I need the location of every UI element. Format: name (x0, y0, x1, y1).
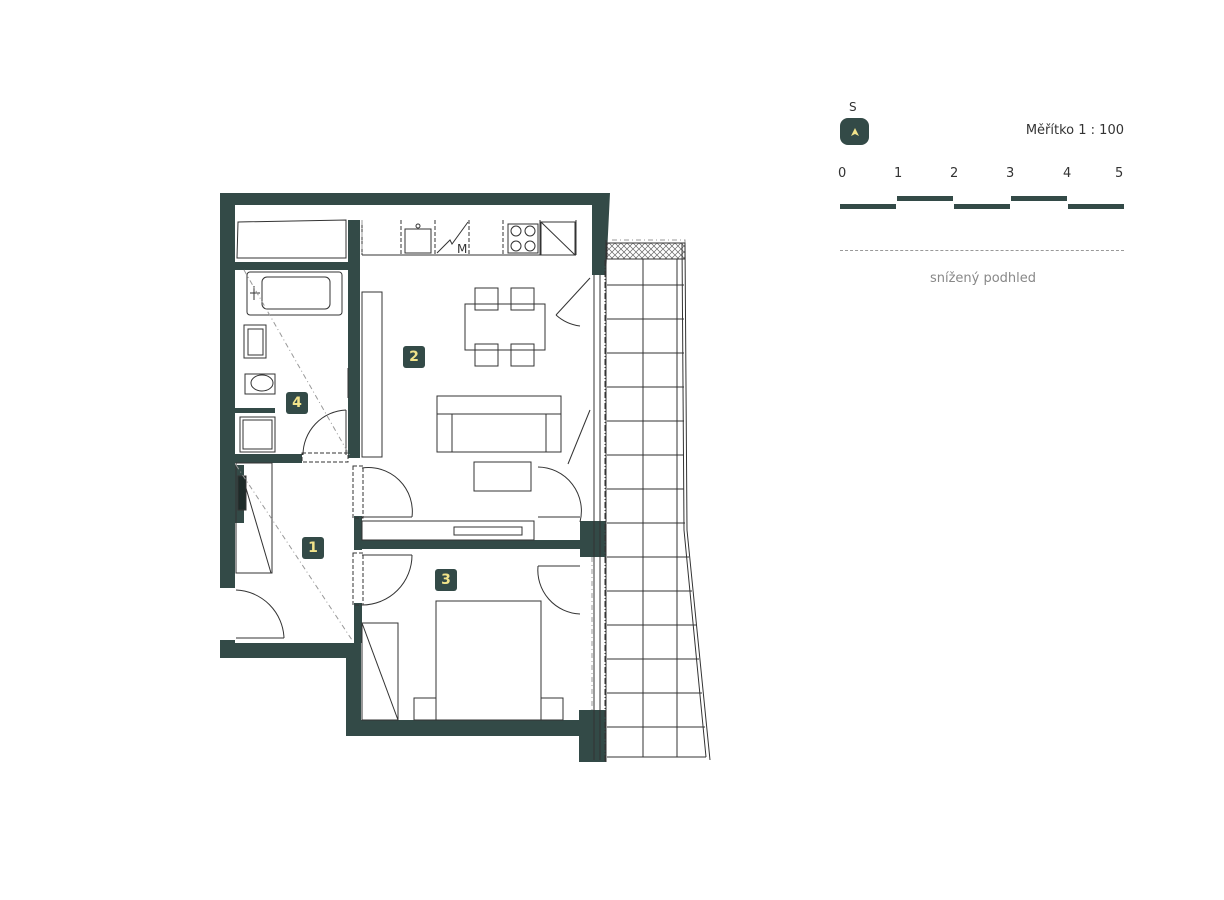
scale-bar-segment (1068, 204, 1124, 209)
scale-tick: 4 (1063, 166, 1072, 181)
walls (220, 193, 610, 762)
scale-tick: 1 (894, 166, 903, 181)
ceiling-legend-label: snížený podhled (929, 271, 1037, 286)
scale-tick: 5 (1115, 166, 1124, 181)
legend: S Měřítko 1 : 100 0 1 2 3 4 5 snížený po… (838, 98, 1128, 298)
scale-bar-segment (897, 196, 953, 201)
scale-tick: 3 (1006, 166, 1015, 181)
north-label: S (849, 100, 857, 114)
scale-bar-segment (1011, 196, 1067, 201)
scale-tick: 0 (838, 166, 847, 181)
scale-bar-segment (840, 204, 896, 209)
north-arrow-icon (840, 118, 869, 145)
room-badge-3: 3 (435, 569, 457, 591)
room-number: 2 (409, 349, 419, 365)
room-number: 1 (308, 540, 318, 556)
room-badge-2: 2 (403, 346, 425, 368)
room-badge-4: 4 (286, 392, 308, 414)
microwave-label: M (457, 242, 467, 256)
room-number: 3 (441, 572, 451, 588)
fixtures (235, 219, 607, 762)
ceiling-legend-line (840, 250, 1124, 251)
scale-bar-segment (954, 204, 1010, 209)
room-badge-1: 1 (302, 537, 324, 559)
room-number: 4 (292, 395, 302, 411)
ceiling-lines (235, 220, 686, 710)
scale-tick: 2 (950, 166, 959, 181)
scale-label: Měřítko 1 : 100 (1025, 123, 1124, 138)
balcony (606, 242, 711, 761)
